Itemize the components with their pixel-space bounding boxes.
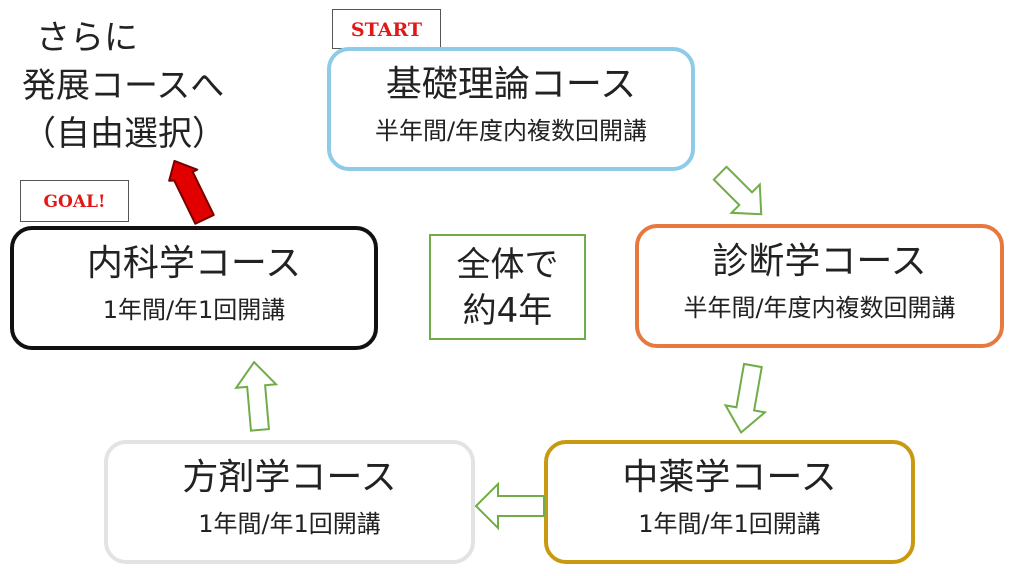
flow-arrow-icon — [723, 362, 768, 435]
advance-note-line-3: （自由選択） — [22, 114, 226, 154]
advance-note-line-2: 発展コースへ — [22, 66, 225, 106]
total-duration-box: 全体で 約4年 — [429, 234, 586, 340]
course-title: 内科学コース — [86, 243, 302, 284]
course-schedule: 半年間/年度内複数回開講 — [374, 117, 648, 145]
course-box-houzai: 方剤学コース 1年間/年1回開講 — [104, 440, 475, 564]
flow-arrow-icon — [234, 360, 279, 432]
advance-arrow-icon — [168, 159, 215, 225]
course-title: 方剤学コース — [182, 457, 397, 498]
total-line-1: 全体で — [456, 245, 559, 285]
course-box-chuyaku: 中薬学コース 1年間/年1回開講 — [544, 440, 915, 564]
course-title: 中薬学コース — [622, 457, 837, 498]
start-tag: START — [332, 9, 441, 49]
course-schedule: 1年間/年1回開講 — [102, 296, 286, 324]
course-box-kiso: 基礎理論コース 半年間/年度内複数回開講 — [327, 47, 695, 171]
total-line-2: 約4年 — [462, 291, 553, 331]
advance-note-line-1: さらに — [36, 18, 138, 58]
goal-tag: GOAL! — [20, 180, 129, 222]
course-schedule: 1年間/年1回開講 — [198, 510, 381, 538]
course-box-naika: 内科学コース 1年間/年1回開講 — [10, 226, 378, 350]
course-box-shindan: 診断学コース 半年間/年度内複数回開講 — [635, 224, 1004, 348]
course-schedule: 1年間/年1回開講 — [638, 510, 821, 538]
advance-course-note: さらに 発展コースへ （自由選択） — [22, 14, 312, 158]
course-schedule: 半年間/年度内複数回開講 — [683, 294, 956, 322]
course-title: 診断学コース — [712, 241, 927, 282]
course-title: 基礎理論コース — [385, 64, 637, 105]
flow-arrow-icon — [712, 165, 763, 216]
flow-arrow-icon — [474, 481, 545, 531]
